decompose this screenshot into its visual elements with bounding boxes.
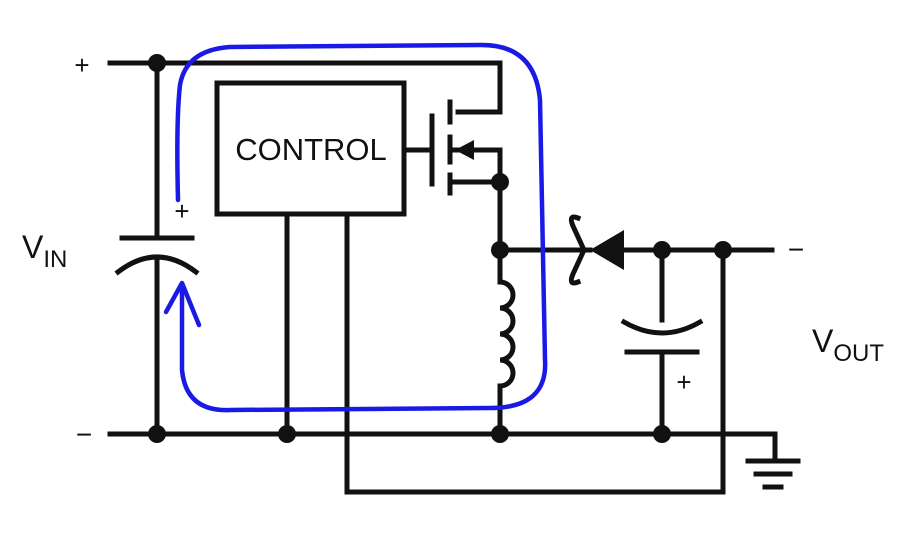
- inductor: [497, 267, 516, 437]
- current-loop-annotation: [163, 42, 548, 413]
- vout-label-main: V: [812, 323, 834, 359]
- vin-label-main: V: [22, 229, 44, 265]
- input-capacitor: [114, 60, 200, 437]
- ground-rail: [107, 431, 778, 461]
- control-label: CONTROL: [235, 132, 387, 167]
- vout-label-sub: OUT: [833, 340, 884, 367]
- output-capacitor: [620, 247, 704, 437]
- vout-label: VOUT: [812, 323, 884, 367]
- p-mosfet: [429, 99, 503, 196]
- vin-label: VIN: [22, 229, 67, 273]
- vout-minus-label: −: [788, 234, 804, 265]
- vin-minus-label: −: [76, 419, 92, 450]
- control-block: CONTROL: [214, 80, 407, 217]
- vin-positive-rail: [107, 60, 503, 115]
- ground-symbol: [745, 458, 801, 490]
- input-cap-plus-label: +: [174, 196, 189, 226]
- output-cap-plus-label: +: [676, 367, 691, 397]
- vin-label-sub: IN: [43, 246, 67, 273]
- schottky-diode: [568, 214, 775, 286]
- junction-dots: [148, 54, 732, 443]
- vin-plus-label: +: [74, 50, 89, 80]
- control-sense-wire: [344, 211, 726, 495]
